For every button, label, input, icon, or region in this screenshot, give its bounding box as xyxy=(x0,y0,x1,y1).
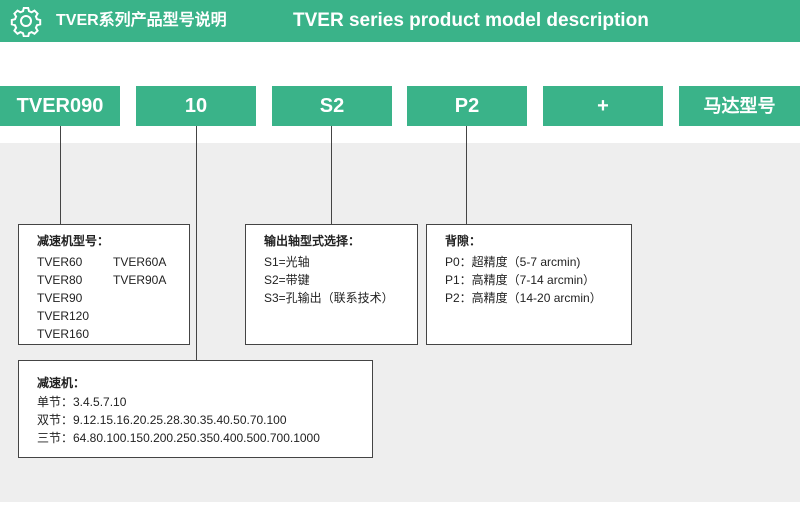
page-title-en: TVER series product model description xyxy=(293,10,649,31)
list-item: TVER60 xyxy=(37,255,83,269)
ratio-box: 减速机： 单节：3.4.5.7.10 双节：9.12.15.16.20.25.2… xyxy=(18,360,373,458)
list-item: TVER90 xyxy=(37,291,83,305)
reducer-model-box: 减速机型号： TVER60 TVER80 TVER90 TVER120 TVER… xyxy=(18,224,190,345)
list-item: P2：高精度（14-20 arcmin） xyxy=(445,291,602,305)
connector-line xyxy=(60,126,61,224)
list-item: 三节：64.80.100.150.200.250.350.400.500.700… xyxy=(37,431,320,445)
box-title: 背隙： xyxy=(445,234,482,248)
list-item: S3=孔输出（联系技术） xyxy=(264,291,394,305)
output-shaft-box: 输出轴型式选择： S1=光轴 S2=带键 S3=孔输出（联系技术） xyxy=(245,224,418,345)
segment-model: TVER090 xyxy=(0,86,120,126)
segment-plus: + xyxy=(543,86,663,126)
segment-shaft: S2 xyxy=(272,86,392,126)
list-item: TVER80 xyxy=(37,273,83,287)
connector-line xyxy=(466,126,467,224)
list-item: 双节：9.12.15.16.20.25.28.30.35.40.50.70.10… xyxy=(37,413,287,427)
backlash-box: 背隙： P0：超精度（5-7 arcmin) P1：高精度（7-14 arcmi… xyxy=(426,224,632,345)
connector-line xyxy=(331,126,332,224)
segment-backlash: P2 xyxy=(407,86,527,126)
header-bar: TVER系列产品型号说明 TVER series product model d… xyxy=(0,0,800,42)
gear-icon xyxy=(10,7,42,37)
segment-motor: 马达型号 xyxy=(679,86,800,126)
list-item: S2=带键 xyxy=(264,273,310,287)
segment-ratio: 10 xyxy=(136,86,256,126)
page-title-cn: TVER系列产品型号说明 xyxy=(56,12,227,29)
list-item: TVER160 xyxy=(37,327,90,341)
list-item: TVER60A xyxy=(113,255,167,269)
box-title: 减速机： xyxy=(37,376,86,390)
list-item: 单节：3.4.5.7.10 xyxy=(37,395,127,409)
connector-line xyxy=(196,126,197,360)
list-item: P1：高精度（7-14 arcmin） xyxy=(445,273,596,287)
list-item: TVER90A xyxy=(113,273,167,287)
list-item: S1=光轴 xyxy=(264,255,310,269)
box-title: 减速机型号： xyxy=(37,234,110,248)
list-item: TVER120 xyxy=(37,309,90,323)
box-title: 输出轴型式选择： xyxy=(264,234,361,248)
list-item: P0：超精度（5-7 arcmin) xyxy=(445,255,581,269)
